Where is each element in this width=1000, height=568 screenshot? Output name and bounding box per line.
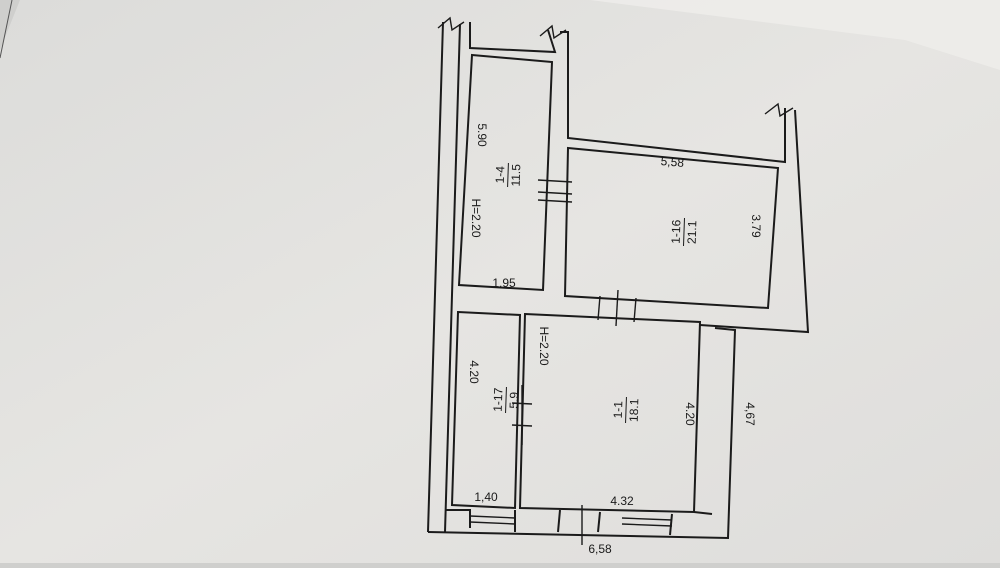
break-mark-middle: [539, 24, 567, 40]
wall-top-corridor: [469, 22, 557, 54]
room-1-1-label: 1-1 18.1: [611, 396, 642, 424]
dim-room-1-1-width: 4.32: [610, 494, 634, 508]
room-code: 1-16: [669, 219, 684, 244]
room-area: 21.1: [685, 220, 700, 244]
door-1-16-to-1-1: [597, 289, 637, 327]
room-area: 18.1: [627, 398, 642, 422]
room-code: 1-17: [491, 387, 506, 412]
room-1-16-label: 1-16 21.1: [669, 217, 700, 247]
wall-shaft-right: [560, 31, 786, 164]
dim-room-1-4-height: H=2.20: [469, 198, 483, 237]
room-1-17-label: 1-17 5.9: [491, 386, 522, 414]
dim-room-1-1-height: H=2.20: [537, 326, 551, 365]
wall-room-1-16: [563, 146, 780, 310]
room-code: 1-1: [611, 400, 626, 418]
wall-outer-right-lower: [427, 327, 737, 540]
dim-room-1-4-width: 1,95: [492, 276, 516, 290]
outer-wall-left: [427, 21, 461, 533]
dim-room-1-17-width: 1,40: [474, 490, 498, 504]
room-1-4-label: 1-4 11.5: [493, 162, 524, 188]
room-code: 1-4: [493, 165, 508, 183]
room-area: 11.5: [509, 163, 524, 186]
dim-room-1-1-length: 4.20: [683, 402, 697, 426]
break-mark-left: [437, 16, 465, 32]
wall-outer-right-upper: [699, 109, 810, 334]
paper-left-edge: [0, 0, 13, 59]
window-bottom-left: [469, 515, 516, 525]
door-1-17-to-1-1: [511, 385, 533, 445]
dim-room-1-4-length: 5.90: [475, 123, 489, 147]
paper-top-fold: [590, 0, 1000, 70]
dim-outer-width: 6,58: [588, 542, 612, 556]
window-bottom-right: [621, 517, 673, 527]
room-area: 5.9: [507, 391, 522, 408]
wall-room-1-4: [457, 53, 554, 292]
break-mark-right: [764, 102, 794, 118]
door-1-4-to-1-16: [537, 179, 573, 203]
wall-bottom-inner: [445, 509, 713, 536]
dim-outer-length: 4,67: [743, 402, 757, 426]
dim-room-1-16-width: 3.79: [749, 214, 763, 238]
wall-room-1-17: [450, 310, 522, 510]
dim-room-1-17-length: 4.20: [467, 360, 481, 384]
dim-room-1-16-length: 5,58: [660, 154, 685, 170]
